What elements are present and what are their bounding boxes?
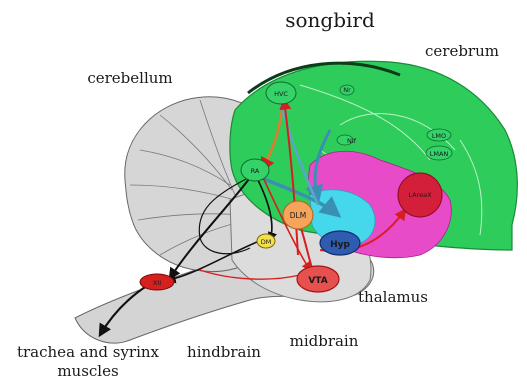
label-lmo: LMO	[432, 132, 446, 140]
label-hyp: Hyp	[330, 240, 350, 250]
diagram-title: songbird	[285, 8, 375, 32]
label-dlm: DLM	[290, 211, 306, 220]
label-nif: NIf	[347, 137, 357, 145]
label-midbrain: midbrain	[290, 332, 359, 350]
label-lareax: LAreaX	[408, 191, 432, 199]
label-cerebrum: cerebrum	[425, 42, 499, 60]
label-xii: XII	[153, 279, 161, 287]
label-cerebellum: cerebellum	[87, 69, 172, 87]
label-ra: RA	[251, 167, 260, 175]
label-output-line2: muscles	[57, 362, 118, 380]
label-hvc: HVC	[274, 90, 288, 98]
label-dm: DM	[261, 238, 272, 246]
label-output-line1: trachea and syrinx	[17, 343, 160, 361]
label-nr: Nr	[343, 86, 351, 94]
label-hindbrain: hindbrain	[187, 343, 261, 361]
label-lman: LMAN	[430, 150, 449, 158]
label-vta: VTA	[308, 276, 327, 286]
label-thalamus: thalamus	[358, 288, 428, 306]
